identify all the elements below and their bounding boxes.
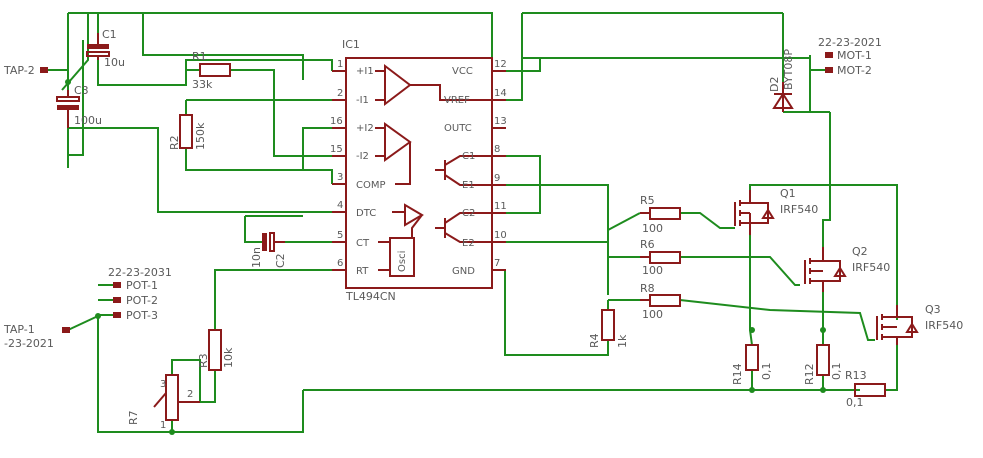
r5-name: R5 (640, 194, 655, 207)
pin-num: 1 (337, 59, 343, 70)
q2-name: Q2 (852, 245, 868, 258)
pot1-label: POT-1 (126, 279, 158, 292)
mot2-label: MOT-2 (837, 64, 872, 77)
pin-label: GND (452, 266, 475, 277)
pin-num: 2 (337, 88, 343, 99)
r7-pin1: 1 (160, 420, 166, 431)
pin-num: 12 (494, 59, 507, 70)
tap2-label: TAP-2 (3, 64, 35, 77)
pin-num: 15 (330, 144, 343, 155)
r1-name: R1 (192, 50, 207, 63)
pin-label: C1 (462, 151, 475, 162)
c2-name: C2 (274, 253, 287, 268)
r13-name: R13 (845, 369, 867, 382)
tap1-label: TAP-1 (3, 323, 35, 336)
pin-num: 10 (494, 230, 507, 241)
pin-label: OUTC (444, 123, 472, 134)
r12-name: R12 (803, 363, 816, 385)
mot1-label: MOT-1 (837, 49, 872, 62)
r5-value: 100 (642, 222, 663, 235)
r3-value: 10k (222, 347, 235, 368)
ic-name: IC1 (342, 38, 360, 51)
c1-name: C1 (102, 28, 117, 41)
r14-name: R14 (731, 363, 744, 385)
connector-pins (40, 52, 833, 333)
pin-label: -I1 (356, 95, 369, 106)
q1-symbol (734, 190, 775, 235)
r14-value: 0,1 (760, 363, 773, 381)
tap1-sub: -23-2021 (4, 337, 54, 350)
q2-symbol (804, 247, 847, 292)
r7-pin2: 2 (187, 389, 193, 400)
pin-label: COMP (356, 180, 386, 191)
pin-label: -I2 (356, 151, 369, 162)
r7-name: R7 (127, 410, 140, 425)
q3-symbol (876, 305, 919, 345)
pot3-label: POT-3 (126, 309, 158, 322)
d2-name: D2 (768, 77, 781, 92)
d2-part: BYT08P (782, 49, 795, 90)
osc-label: Osci (397, 251, 408, 272)
pin-label: CT (356, 238, 370, 249)
r2-value: 150k (194, 122, 207, 150)
junctions (65, 79, 826, 435)
pin-label: VCC (452, 66, 473, 77)
pin-num: 14 (494, 88, 507, 99)
r6-value: 100 (642, 264, 663, 277)
q3-name: Q3 (925, 303, 941, 316)
r3-name: R3 (197, 353, 210, 368)
components (40, 33, 919, 421)
pin-label: DTC (356, 208, 376, 219)
r2-name: R2 (168, 135, 181, 150)
pin-num: 16 (330, 116, 343, 127)
r6-name: R6 (640, 238, 655, 251)
pin-num: 9 (494, 173, 500, 184)
r4-value: 1k (616, 334, 629, 348)
pin-num: 11 (494, 201, 507, 212)
pin-label: C2 (462, 208, 475, 219)
r12-value: 0,1 (830, 363, 843, 381)
ic-part: TL494CN (345, 290, 396, 303)
pin-num: 4 (337, 200, 343, 211)
pin-num: 7 (494, 258, 500, 269)
pin-num: 6 (337, 258, 343, 269)
q3-part: IRF540 (925, 319, 963, 332)
r4-name: R4 (588, 333, 601, 348)
pin-label: E1 (462, 180, 475, 191)
pin-label: VREF (444, 95, 470, 106)
labels: IC1 TL494CN 1 +I1 2 -I1 16 +I2 15 -I2 3 … (3, 28, 963, 431)
pin-num: 13 (494, 116, 507, 127)
r7-pin3: 3 (160, 379, 166, 390)
r8-value: 100 (642, 308, 663, 321)
c3-value: 100u (74, 114, 102, 127)
pin-label: RT (356, 266, 369, 277)
pin-label: E2 (462, 238, 475, 249)
pin-label: +I1 (356, 66, 374, 77)
q1-part: IRF540 (780, 203, 818, 216)
c2-value: 10n (250, 247, 263, 268)
c3-name: C3 (74, 84, 89, 97)
pot-header: 22-23-2031 (108, 266, 172, 279)
r8-name: R8 (640, 282, 655, 295)
pin-label: +I2 (356, 123, 374, 134)
pin-num: 5 (337, 230, 343, 241)
c1-value: 10u (104, 56, 125, 69)
mot-header: 22-23-2021 (818, 36, 882, 49)
ic-tl494 (332, 57, 506, 289)
q1-name: Q1 (780, 187, 796, 200)
pin-num: 8 (494, 144, 500, 155)
r1-value: 33k (192, 78, 213, 91)
pot2-label: POT-2 (126, 294, 158, 307)
r13-value: 0,1 (846, 396, 864, 409)
q2-part: IRF540 (852, 261, 890, 274)
pin-num: 3 (337, 172, 343, 183)
